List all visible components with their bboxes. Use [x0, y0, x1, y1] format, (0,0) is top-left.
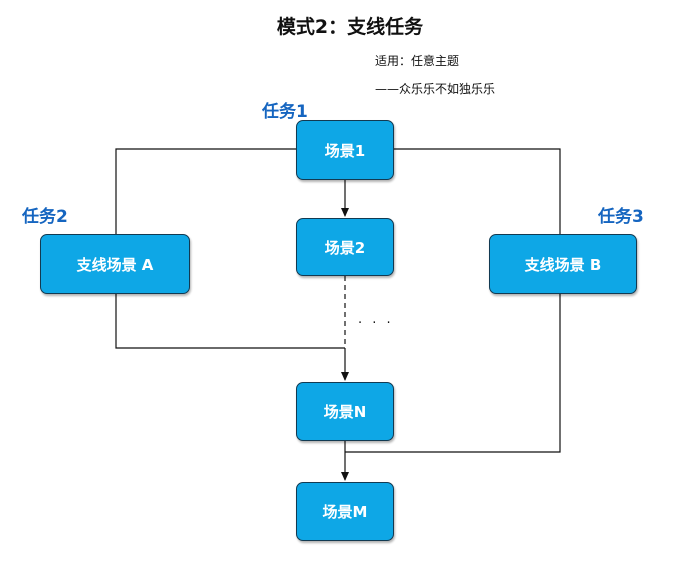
- page-title: 模式2：支线任务: [276, 16, 424, 38]
- task-label-1: 任务1: [262, 102, 308, 122]
- node-scene2[interactable]: 场景2: [296, 218, 394, 276]
- note-applicable: 适用：任意主题: [375, 54, 460, 68]
- task-label-2: 任务2: [22, 207, 68, 227]
- edge-scene1-branchA: [115, 148, 296, 234]
- edge-scene1-branchB: [394, 148, 561, 234]
- ellipsis-dots: · · ·: [358, 316, 394, 331]
- task-label-3: 任务3: [598, 207, 644, 227]
- edge-branchB-merge: [345, 294, 561, 453]
- edge-branchA-merge: [115, 294, 345, 349]
- node-scene-m[interactable]: 场景M: [296, 482, 394, 541]
- note-slogan: ——众乐乐不如独乐乐: [375, 82, 496, 96]
- node-scene1[interactable]: 场景1: [296, 120, 394, 180]
- node-scene-n[interactable]: 场景N: [296, 382, 394, 441]
- node-branch-a[interactable]: 支线场景 A: [40, 234, 190, 294]
- node-branch-b[interactable]: 支线场景 B: [489, 234, 637, 294]
